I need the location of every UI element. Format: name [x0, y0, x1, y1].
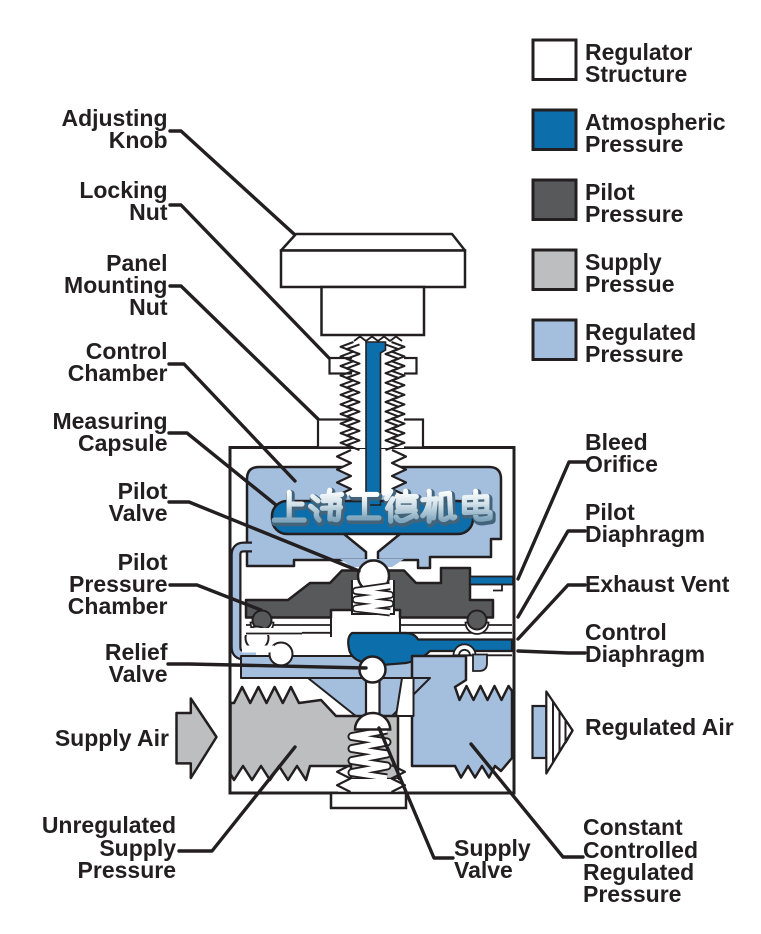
svg-text:Pilot: Pilot	[118, 549, 168, 575]
svg-text:Measuring: Measuring	[52, 408, 167, 434]
svg-text:Valve: Valve	[109, 661, 168, 687]
svg-text:Chamber: Chamber	[68, 360, 168, 386]
svg-text:Atmospheric: Atmospheric	[585, 109, 726, 135]
svg-text:Regulated: Regulated	[583, 859, 694, 885]
svg-text:Valve: Valve	[109, 500, 168, 526]
svg-text:Pressure: Pressure	[585, 341, 683, 367]
svg-text:Pilot: Pilot	[118, 478, 168, 504]
svg-text:Control: Control	[585, 619, 667, 645]
svg-text:Panel: Panel	[106, 250, 167, 276]
svg-text:Pressue: Pressue	[585, 271, 675, 297]
svg-text:Exhaust Vent: Exhaust Vent	[585, 571, 730, 597]
svg-text:Nut: Nut	[129, 294, 168, 320]
svg-text:Pressure: Pressure	[585, 131, 683, 157]
svg-text:Nut: Nut	[129, 199, 168, 225]
svg-text:Pressure: Pressure	[69, 571, 167, 597]
svg-text:Valve: Valve	[454, 857, 513, 883]
svg-text:Constant: Constant	[583, 814, 683, 840]
svg-text:Regulated Air: Regulated Air	[585, 714, 734, 740]
svg-text:Relief: Relief	[105, 639, 168, 665]
svg-text:Pressure: Pressure	[78, 857, 176, 883]
svg-text:Mounting: Mounting	[64, 272, 167, 298]
svg-text:Chamber: Chamber	[68, 593, 168, 619]
svg-text:Diaphragm: Diaphragm	[585, 641, 705, 667]
svg-text:Pilot: Pilot	[585, 499, 635, 525]
svg-text:Diaphragm: Diaphragm	[585, 521, 705, 547]
svg-text:Locking: Locking	[79, 177, 167, 203]
svg-text:Capsule: Capsule	[78, 430, 167, 456]
svg-text:Unregulated: Unregulated	[42, 812, 176, 838]
svg-text:Pressure: Pressure	[583, 881, 681, 907]
svg-text:Controlled: Controlled	[583, 837, 698, 863]
svg-text:Bleed: Bleed	[585, 429, 648, 455]
svg-text:Control: Control	[86, 338, 168, 364]
svg-text:Supply: Supply	[585, 249, 662, 275]
svg-text:Orifice: Orifice	[585, 451, 658, 477]
svg-text:Regulator: Regulator	[585, 39, 692, 65]
svg-text:Supply Air: Supply Air	[55, 725, 169, 751]
svg-text:Supply: Supply	[454, 835, 531, 861]
svg-text:Supply: Supply	[99, 835, 176, 861]
svg-text:Structure: Structure	[585, 61, 687, 87]
svg-text:Adjusting: Adjusting	[61, 105, 167, 131]
svg-text:Knob: Knob	[109, 127, 168, 153]
svg-text:Regulated: Regulated	[585, 319, 696, 345]
svg-text:Pressure: Pressure	[585, 201, 683, 227]
svg-text:Pilot: Pilot	[585, 179, 635, 205]
